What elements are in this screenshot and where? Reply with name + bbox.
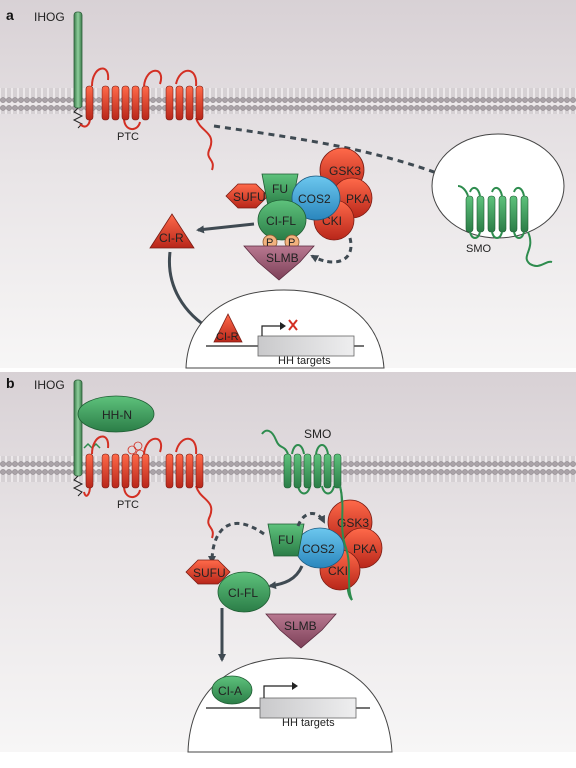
- smo-receptor-a: [465, 195, 529, 233]
- cos2-label-b: COS2: [302, 542, 335, 556]
- cos2-label-a: COS2: [298, 192, 331, 206]
- fu-b: [267, 523, 305, 557]
- cia-label-b: CI-A: [218, 684, 242, 698]
- pka-label-b: PKA: [353, 542, 377, 556]
- hhn-ligand: [77, 395, 155, 433]
- targets-label-b: HH targets: [282, 717, 335, 729]
- gene-box-b: [259, 697, 357, 719]
- targets-label-a: HH targets: [278, 355, 331, 367]
- panel-b: b IHOG HH-N PTC: [0, 372, 576, 753]
- release-arrow: [268, 565, 304, 590]
- panel-a: a IHOG PTC: [0, 0, 576, 369]
- smo-vesicle: [431, 133, 565, 239]
- ihog-receptor: [73, 11, 83, 109]
- slmb-a: [243, 245, 315, 281]
- tss-arrowhead-b: [292, 682, 298, 690]
- fu-label-b: FU: [278, 533, 294, 547]
- cki-label-b: CKI: [328, 564, 348, 578]
- p-label-2: P: [288, 237, 295, 249]
- ptc-label: PTC: [117, 131, 139, 143]
- smo-label-b: SMO: [304, 427, 331, 441]
- ptc-label-b: PTC: [117, 499, 139, 511]
- fu-label-a: FU: [272, 182, 288, 196]
- tss-arrowhead-a: [280, 322, 286, 330]
- cir-promoter-label: CI-R: [216, 331, 239, 343]
- ihog-label-b: IHOG: [34, 378, 65, 392]
- smo-receptor-b: [283, 453, 342, 489]
- p-label-1: P: [266, 237, 273, 249]
- slmb-b: [265, 613, 337, 649]
- ihog-label: IHOG: [34, 10, 65, 24]
- cifl-label-a: CI-FL: [266, 214, 296, 228]
- smo-tail-overlay: [339, 485, 353, 601]
- cifl-a: [257, 199, 307, 241]
- cos2-a: [291, 175, 341, 221]
- ptc-receptor-b: [83, 435, 214, 539]
- smo-loops-b: [261, 429, 353, 601]
- gene-box-a: [257, 335, 355, 357]
- gsk3-label-a: GSK3: [329, 164, 361, 178]
- processing-arrow: [196, 222, 255, 234]
- cifl-b: [217, 571, 271, 613]
- cir-label-a: CI-R: [159, 231, 184, 245]
- sufu-label-b: SUFU: [193, 566, 226, 580]
- cia-b: [211, 675, 253, 705]
- hhn-label: HH-N: [102, 408, 132, 422]
- blocked-x-icon: [288, 319, 298, 331]
- smo-loops: [457, 185, 553, 267]
- ihog-anchor-b: [72, 475, 84, 497]
- ptc-receptor: [79, 67, 214, 171]
- cell-membrane: [0, 88, 576, 114]
- smo-label-a: SMO: [466, 243, 492, 255]
- slmb-label-a: SLMB: [266, 251, 299, 265]
- gsk3-label-b: GSK3: [337, 516, 369, 530]
- tss-arrow-b: [263, 685, 292, 698]
- panel-a-letter: a: [6, 7, 14, 23]
- pka-label-a: PKA: [346, 192, 370, 206]
- panel-b-letter: b: [6, 375, 15, 391]
- sufu-b: [185, 559, 231, 585]
- sufu-label-a: SUFU: [233, 190, 266, 204]
- cir-promoter-a: [213, 313, 243, 343]
- tss-arrow-a: [261, 325, 280, 336]
- slmb-label-b: SLMB: [284, 619, 317, 633]
- ptc-smo-inhibition: [213, 124, 456, 182]
- cir-a: [149, 213, 195, 249]
- cifl-label-b: CI-FL: [228, 586, 258, 600]
- fu-cos2-arrow: [296, 512, 326, 527]
- fu-sufu-arrow: [208, 522, 265, 564]
- ihog-receptor-b: [73, 379, 83, 477]
